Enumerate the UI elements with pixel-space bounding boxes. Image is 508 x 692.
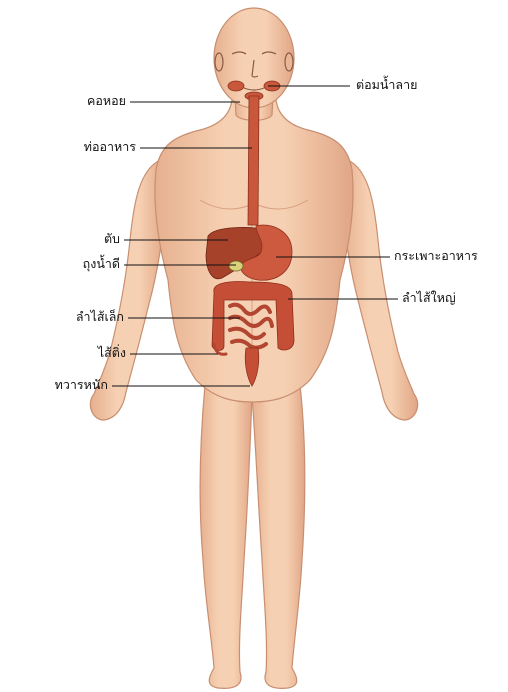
label-stomach: กระเพาะอาหาร [394, 249, 478, 263]
left-leg [200, 385, 252, 688]
label-throat: คอหอย [62, 94, 126, 108]
label-anus: ทวารหนัก [28, 378, 108, 392]
label-large-intestine: ลำไส้ใหญ่ [402, 291, 456, 305]
label-small-intestine: ลำไส้เล็ก [44, 310, 124, 324]
right-leg [252, 385, 305, 688]
label-salivary-gland: ต่อมน้ำลาย [356, 78, 417, 92]
label-liver: ตับ [80, 232, 120, 246]
label-appendix: ไส้ติ่ง [66, 346, 126, 360]
gallbladder-shape [229, 261, 243, 271]
esophagus-shape [248, 96, 259, 225]
label-gallbladder: ถุงน้ำดี [54, 257, 120, 271]
label-esophagus: ท่ออาหาร [56, 140, 136, 154]
